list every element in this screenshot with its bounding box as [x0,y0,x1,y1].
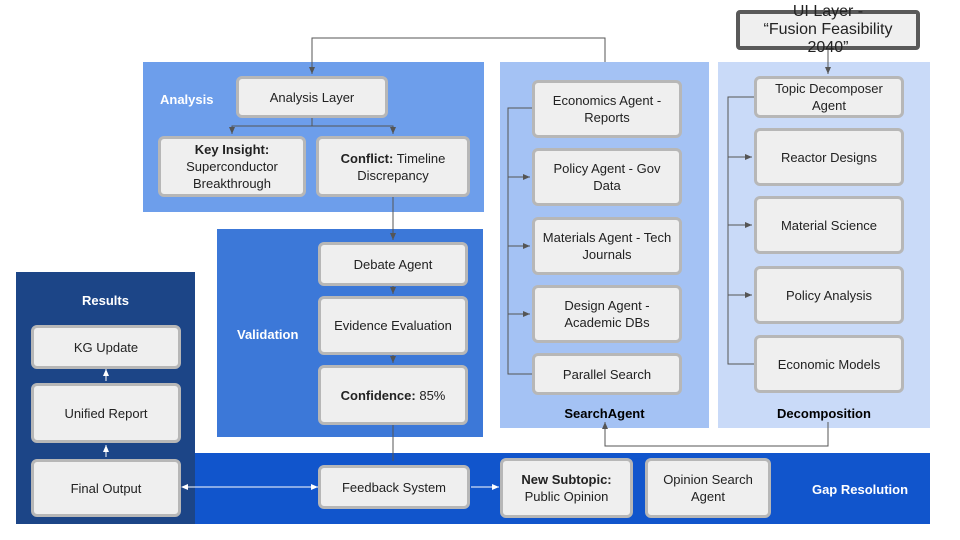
confidence-node[interactable]: Confidence: 85% [318,365,468,425]
ui-layer-box[interactable]: UI Layer - “Fusion Feasibility 2040” [736,3,920,56]
reactor-designs-node[interactable]: Reactor Designs [754,128,904,186]
key-insight-node[interactable]: Key Insight: Superconductor Breakthrough [158,136,306,197]
parallel-search-node[interactable]: Parallel Search [532,353,682,395]
material-science-node[interactable]: Material Science [754,196,904,254]
kg-update-node[interactable]: KG Update [31,325,181,369]
conflict-text: Timeline Discrepancy [357,150,446,183]
feedback-system-node[interactable]: Feedback System [318,465,470,509]
debate-agent-node[interactable]: Debate Agent [318,242,468,286]
topic-decomposer-node[interactable]: Topic Decomposer Agent [754,76,904,118]
decomposition-panel-label: Decomposition [777,406,871,421]
economics-agent-node[interactable]: Economics Agent - Reports [532,80,682,138]
policy-analysis-node[interactable]: Policy Analysis [754,266,904,324]
validation-panel-label: Validation [237,327,299,342]
analysis-panel-label: Analysis [160,92,214,107]
final-output-node[interactable]: Final Output [31,459,181,517]
confidence-label: Confidence: [340,387,416,403]
opinion-search-agent-node[interactable]: Opinion Search Agent [645,458,771,518]
results-panel-label: Results [82,293,129,308]
new-subtopic-node[interactable]: New Subtopic: Public Opinion [500,458,633,518]
search-panel-label: SearchAgent [564,406,645,421]
evidence-evaluation-node[interactable]: Evidence Evaluation [318,296,468,355]
confidence-value: 85% [415,387,446,403]
new-subtopic-label: New Subtopic: [521,472,612,487]
design-agent-node[interactable]: Design Agent - Academic DBs [532,285,682,343]
gap-resolution-panel-label: Gap Resolution [811,482,909,497]
economic-models-node[interactable]: Economic Models [754,335,904,393]
key-insight-label: Key Insight: [194,142,270,157]
ui-layer-line2: “Fusion Feasibility 2040” [763,21,893,56]
materials-agent-node[interactable]: Materials Agent - Tech Journals [532,217,682,275]
policy-agent-node[interactable]: Policy Agent - Gov Data [532,148,682,206]
ui-layer-line1: UI Layer - [792,3,864,20]
new-subtopic-text: Public Opinion [524,489,609,504]
analysis-layer-node[interactable]: Analysis Layer [236,76,388,118]
conflict-node[interactable]: Conflict: Timeline Discrepancy [316,136,470,197]
unified-report-node[interactable]: Unified Report [31,383,181,443]
conflict-label: Conflict: [340,150,394,166]
key-insight-text: Superconductor Breakthrough [186,159,278,191]
